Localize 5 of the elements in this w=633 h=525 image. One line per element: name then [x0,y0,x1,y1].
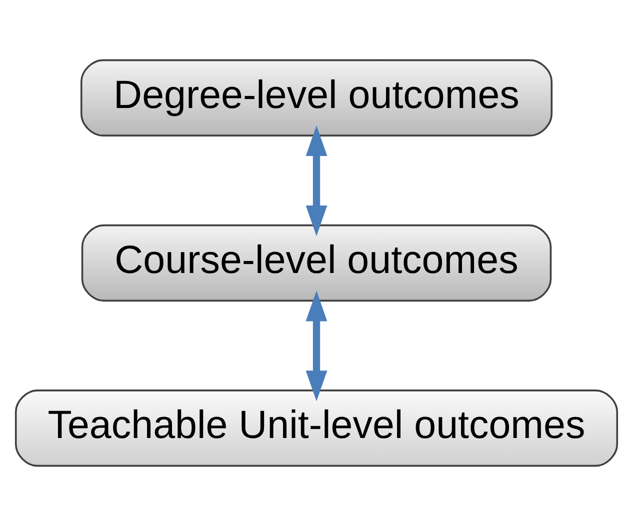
arrow [306,124,328,236]
node-box: Degree-level outcomes [80,58,553,136]
node-box: Course-level outcomes [81,224,552,302]
arrow [306,290,328,401]
node-box: Teachable Unit-level outcomes [14,389,618,466]
